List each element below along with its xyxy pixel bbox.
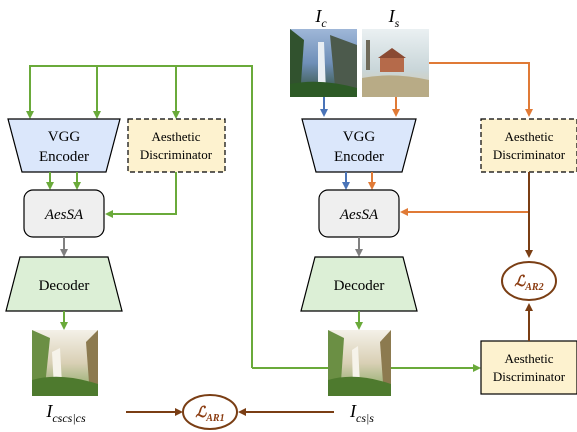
disc-right-bottom-line1: Aesthetic — [504, 351, 553, 366]
label-i-cscs: Icscs|cs — [45, 401, 86, 425]
aessa-left-label: AesSA — [44, 207, 84, 223]
label-i-cscs-main: I — [45, 401, 53, 421]
label-i-cscs-sub: cscs|cs — [52, 411, 86, 425]
label-is-main: I — [388, 6, 396, 26]
disc-left-line1: Aesthetic — [151, 129, 200, 144]
loss-ar1: ℒAR1 — [182, 394, 238, 430]
label-i-css-sub: cs|s — [356, 411, 374, 425]
output-image-cscs — [32, 330, 98, 396]
green-feedback-line — [26, 65, 330, 369]
vgg-encoder-right-line2: Encoder — [334, 149, 384, 165]
disc-to-aessa-left — [105, 172, 177, 218]
loss-ar2-sub: AR2 — [524, 282, 543, 293]
label-i-css-main: I — [349, 401, 357, 421]
label-ic-sub: c — [321, 16, 327, 30]
aesthetic-discriminator-right-top: Aesthetic Discriminator — [480, 118, 577, 173]
aessa-right: AesSA — [318, 189, 400, 238]
vgg-encoder-left: VGG Encoder — [7, 118, 121, 173]
label-i-css: Ics|s — [349, 401, 374, 425]
decoder-right: Decoder — [300, 256, 418, 312]
label-is-sub: s — [395, 16, 400, 30]
decoder-left: Decoder — [5, 256, 123, 312]
decoder-left-label: Decoder — [39, 278, 90, 294]
disc-left-line2: Discriminator — [140, 147, 213, 162]
aessa-left: AesSA — [23, 189, 105, 238]
vgg-encoder-left-line1: VGG — [48, 129, 81, 145]
loss-ar1-sub: AR1 — [205, 413, 224, 424]
label-ic-main: I — [314, 6, 322, 26]
aessa-right-label: AesSA — [339, 207, 379, 223]
encoder-to-aessa-right — [342, 172, 376, 190]
aesthetic-discriminator-left: Aesthetic Discriminator — [127, 118, 226, 173]
disc-right-top-line1: Aesthetic — [504, 129, 553, 144]
disc-right-top-line2: Discriminator — [493, 147, 566, 162]
vgg-encoder-right: VGG Encoder — [301, 118, 417, 173]
output-image-cs — [328, 330, 391, 396]
content-image — [290, 29, 357, 97]
encoder-to-aessa-left — [46, 172, 81, 190]
decoder-right-label: Decoder — [334, 278, 385, 294]
style-to-disc-line — [429, 62, 533, 117]
vgg-encoder-left-line2: Encoder — [39, 149, 89, 165]
label-ic: Ic — [314, 6, 327, 30]
aesthetic-discriminator-right-bottom: Aesthetic Discriminator — [480, 340, 577, 395]
loss-ar1-main: ℒ — [195, 405, 207, 421]
disc-right-bottom-line2: Discriminator — [493, 369, 566, 384]
loss-ar2-main: ℒ — [514, 274, 526, 290]
svg-text:ℒAR1: ℒAR1 — [195, 405, 224, 424]
style-image — [362, 29, 429, 97]
loss-ar2: ℒAR2 — [501, 261, 557, 301]
vgg-encoder-right-line1: VGG — [343, 129, 376, 145]
label-is: Is — [388, 6, 400, 30]
svg-text:ℒAR2: ℒAR2 — [514, 274, 543, 293]
